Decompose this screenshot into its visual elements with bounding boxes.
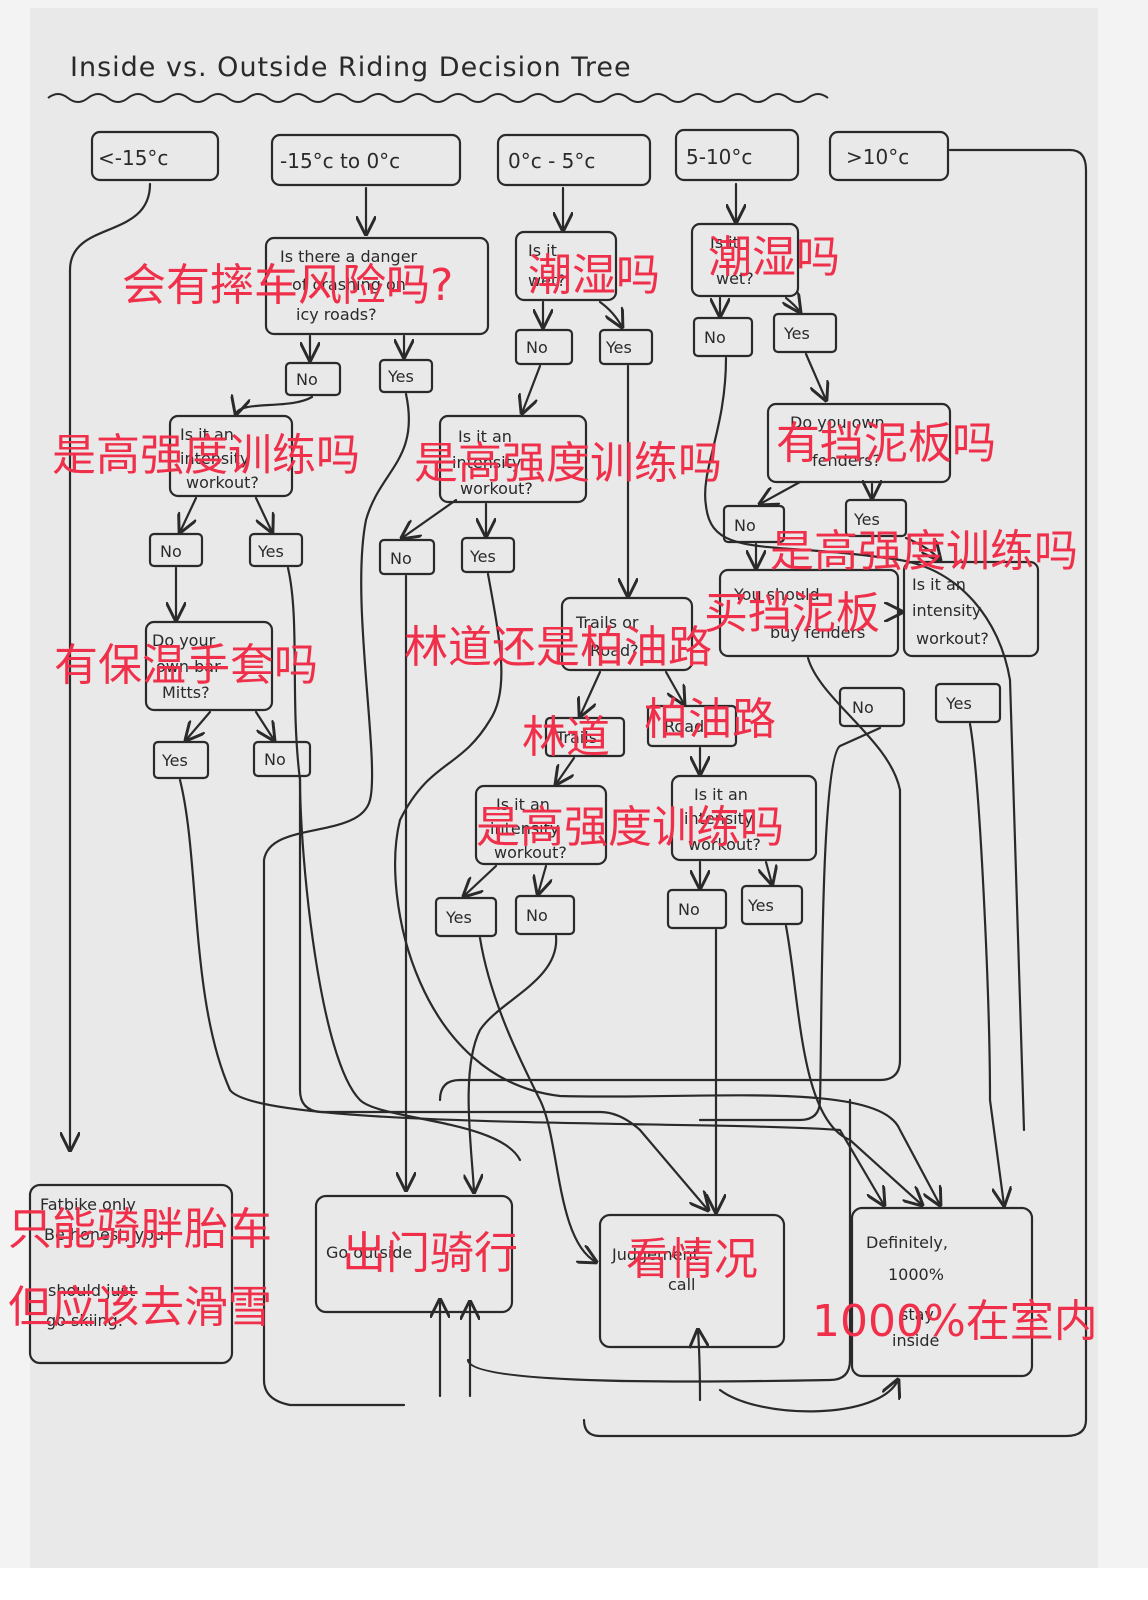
- connector-lines: [28, 128, 1088, 1438]
- question-buy-fenders-line2: buy fenders: [770, 623, 865, 642]
- answer-no: No: [296, 370, 318, 389]
- question-fenders-line2: fenders?: [812, 451, 881, 470]
- overlay-fatbike-line2: 但应该去滑雪: [8, 1282, 272, 1333]
- outcome-inside-line3: stay: [900, 1305, 934, 1324]
- question-intensity-line3: workout?: [688, 835, 761, 854]
- question-intensity-line3: workout?: [186, 473, 259, 492]
- overlay-fatbike-line1: 只能骑胖胎车: [8, 1204, 272, 1255]
- question-intensity-line3: workout?: [494, 843, 567, 862]
- overlay-fenders: 有挡泥板吗: [776, 418, 996, 469]
- overlay-trails: 林道: [522, 712, 610, 763]
- temp-box-minus15-to-0: [270, 133, 462, 187]
- question-wet-b-line1: Is it: [710, 233, 739, 252]
- outcome-inside-line1: Definitely,: [866, 1233, 948, 1252]
- overlay-trails-or-road: 林道还是柏油路: [404, 622, 712, 673]
- answer-trails: Trails: [555, 728, 597, 747]
- outcome-go-outside: Go outside: [326, 1243, 412, 1262]
- title-underline: [47, 93, 829, 103]
- answer-no: No: [704, 328, 726, 347]
- overlay-road: 柏油路: [644, 694, 776, 745]
- answer-yes: Yes: [605, 338, 632, 357]
- outcome-inside-line4: inside: [892, 1331, 939, 1350]
- temp-label-below-minus15: <-15°c: [98, 146, 168, 170]
- question-danger-line1: Is there a danger: [280, 247, 418, 266]
- overlay-buy-fenders: 买挡泥板: [704, 588, 880, 639]
- question-intensity-line3: workout?: [916, 629, 989, 648]
- answer-no: No: [160, 542, 182, 561]
- question-buy-fenders-line1: You should: [733, 585, 820, 604]
- outcome-inside-line2: 1000%: [888, 1265, 944, 1284]
- question-wet-a-line1: Is it: [528, 241, 557, 260]
- answer-no: No: [390, 549, 412, 568]
- answer-no: No: [734, 516, 756, 535]
- answer-no: No: [678, 900, 700, 919]
- question-intensity-line1: Is it an: [496, 795, 550, 814]
- outcome-fatbike-line2: Be honest, you: [44, 1225, 164, 1244]
- answer-yes: Yes: [161, 751, 188, 770]
- temp-label-above-10: >10°c: [846, 145, 909, 169]
- question-mitts-line2: own bar: [156, 657, 221, 676]
- overlay-intensity: 是高强度训练吗: [476, 802, 784, 853]
- answer-yes: Yes: [747, 896, 774, 915]
- outcome-box-fatbike: [28, 1183, 234, 1365]
- question-intensity-line1: Is it an: [180, 425, 234, 444]
- answer-no: No: [526, 338, 548, 357]
- question-intensity-line2: intensity: [452, 453, 521, 472]
- question-intensity-line2: intensity: [180, 449, 249, 468]
- overlay-wet: 潮湿吗: [528, 250, 660, 301]
- temp-label-minus15-to-0: -15°c to 0°c: [280, 149, 400, 173]
- answer-no: No: [264, 750, 286, 769]
- answer-no: No: [526, 906, 548, 925]
- overlay-judgement: 看情况: [626, 1234, 758, 1285]
- overlay-intensity: 是高强度训练吗: [770, 526, 1078, 577]
- temp-box-0-to-5: [496, 133, 652, 187]
- question-intensity-line1: Is it an: [912, 575, 966, 594]
- overlay-intensity: 是高强度训练吗: [52, 430, 360, 481]
- outcome-judgement-line1: Judgement: [611, 1245, 699, 1264]
- answer-yes: Yes: [445, 908, 472, 927]
- question-intensity-line2: intensity: [684, 809, 753, 828]
- question-danger-line3: icy roads?: [296, 305, 377, 324]
- temp-box-5-to-10: [674, 128, 800, 182]
- outcome-fatbike-line1: Fatbike only: [40, 1195, 136, 1214]
- question-danger-line2: of crashing on: [292, 275, 406, 294]
- overlay-inside: 1000%在室内: [812, 1296, 1098, 1347]
- outcome-fatbike-line4: go skiing.: [46, 1311, 123, 1330]
- question-wet-b-line2: wet?: [716, 269, 754, 288]
- overlay-go-outside: 出门骑行: [342, 1228, 518, 1279]
- answer-yes: Yes: [783, 324, 810, 343]
- question-mitts-line1: Do your: [152, 631, 216, 650]
- answer-no: No: [852, 698, 874, 717]
- overlay-crash-risk: 会有摔车风险吗?: [122, 260, 454, 311]
- diagram-title: Inside vs. Outside Riding Decision Tree: [70, 52, 632, 83]
- answer-road: Road: [664, 717, 704, 736]
- outcome-box-go-outside: [314, 1194, 514, 1314]
- overlay-intensity: 是高强度训练吗: [414, 438, 722, 489]
- question-wet-a-line2: wet?: [528, 271, 566, 290]
- question-trails-or-road-line1: Trails or: [575, 613, 639, 632]
- outcome-fatbike-line3: should just: [48, 1281, 135, 1300]
- temp-box-below-minus15: [90, 130, 220, 182]
- question-intensity-line2: intensity: [912, 601, 981, 620]
- question-mitts-line3: Mitts?: [162, 683, 210, 702]
- answer-yes: Yes: [853, 510, 880, 529]
- temp-label-5-to-10: 5-10°c: [686, 145, 752, 169]
- answer-yes: Yes: [945, 694, 972, 713]
- question-intensity-line3: workout?: [460, 479, 533, 498]
- answer-yes: Yes: [387, 367, 414, 386]
- answer-yes: Yes: [469, 547, 496, 566]
- bottom-margin: [0, 1568, 1148, 1600]
- temp-box-above-10: [828, 130, 950, 182]
- outcome-judgement-line2: call: [668, 1275, 696, 1294]
- question-intensity-line2: intensity: [490, 819, 559, 838]
- answer-yes: Yes: [257, 542, 284, 561]
- question-intensity-line1: Is it an: [694, 785, 748, 804]
- question-intensity-line1: Is it an: [458, 427, 512, 446]
- question-trails-or-road-line2: Road?: [590, 641, 639, 660]
- overlay-mitts: 有保温手套吗: [54, 640, 318, 691]
- overlay-wet: 潮湿吗: [708, 232, 840, 283]
- question-fenders-line1: Do you own: [790, 413, 885, 432]
- temp-label-0-to-5: 0°c - 5°c: [508, 149, 595, 173]
